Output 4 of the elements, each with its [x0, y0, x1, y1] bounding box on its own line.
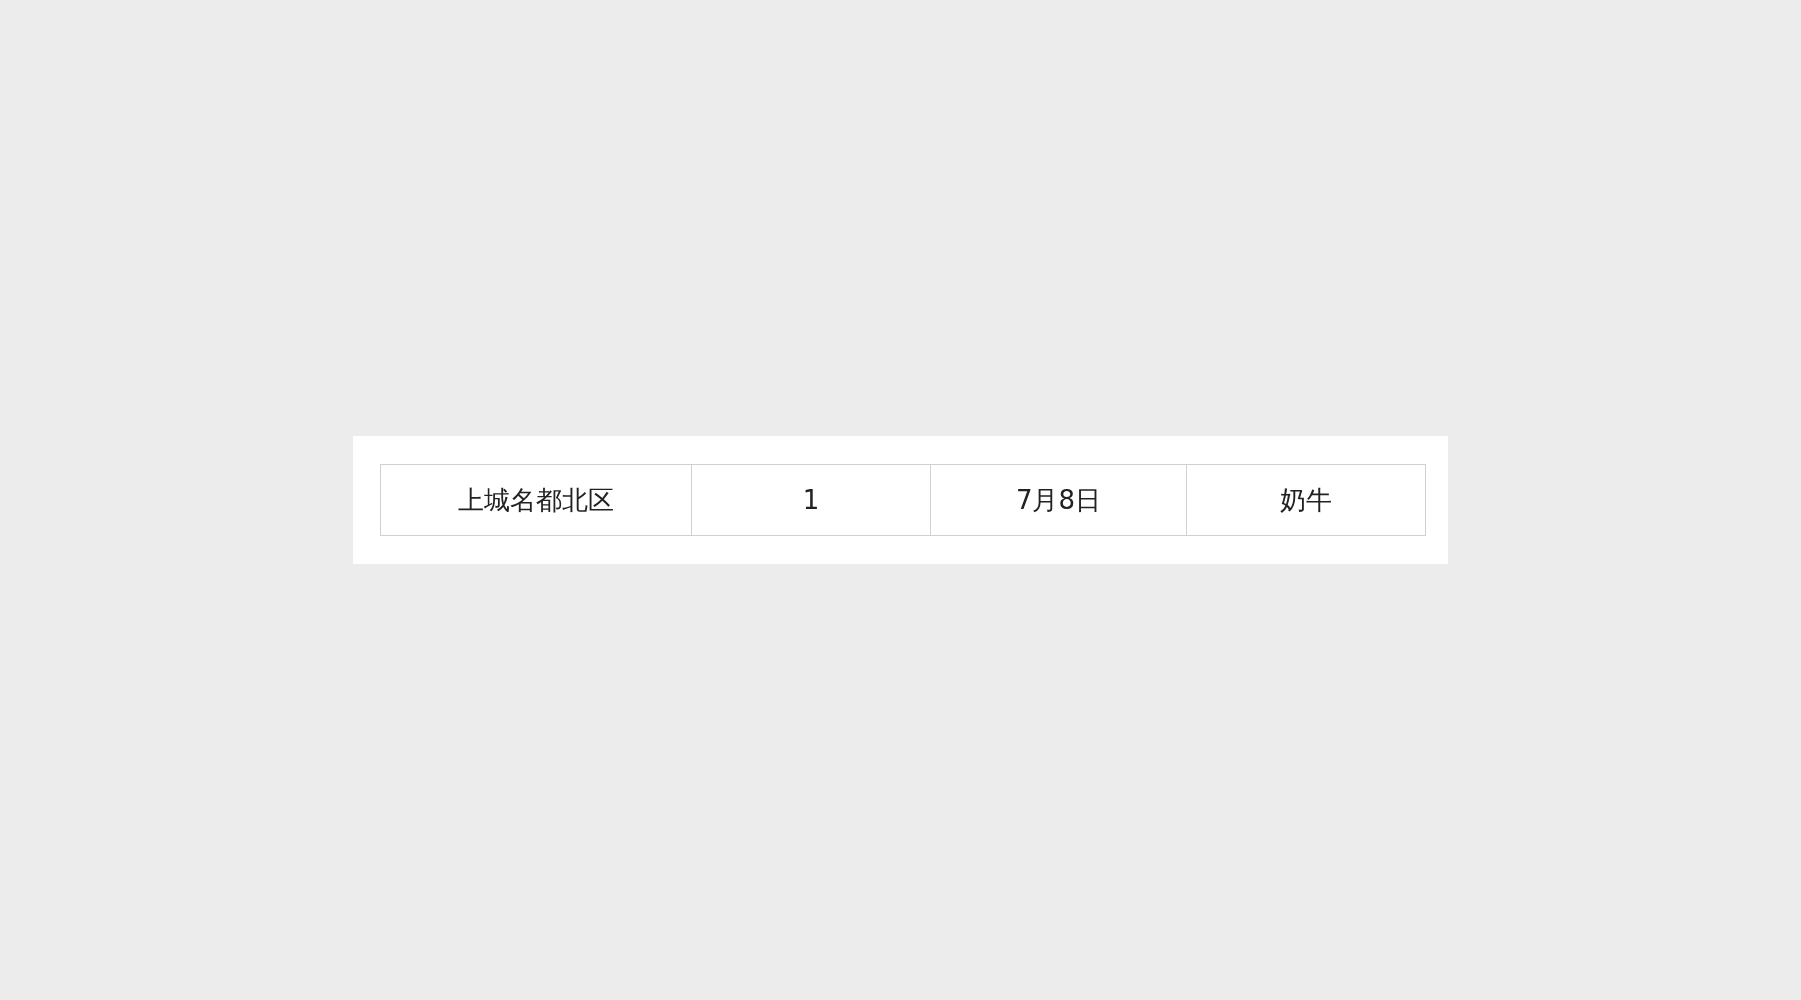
- table-cell: 1: [691, 464, 931, 536]
- table-cell: 上城名都北区: [380, 464, 692, 536]
- table-cell: 奶牛: [1186, 464, 1426, 536]
- table-cell: 7月8日: [930, 464, 1187, 536]
